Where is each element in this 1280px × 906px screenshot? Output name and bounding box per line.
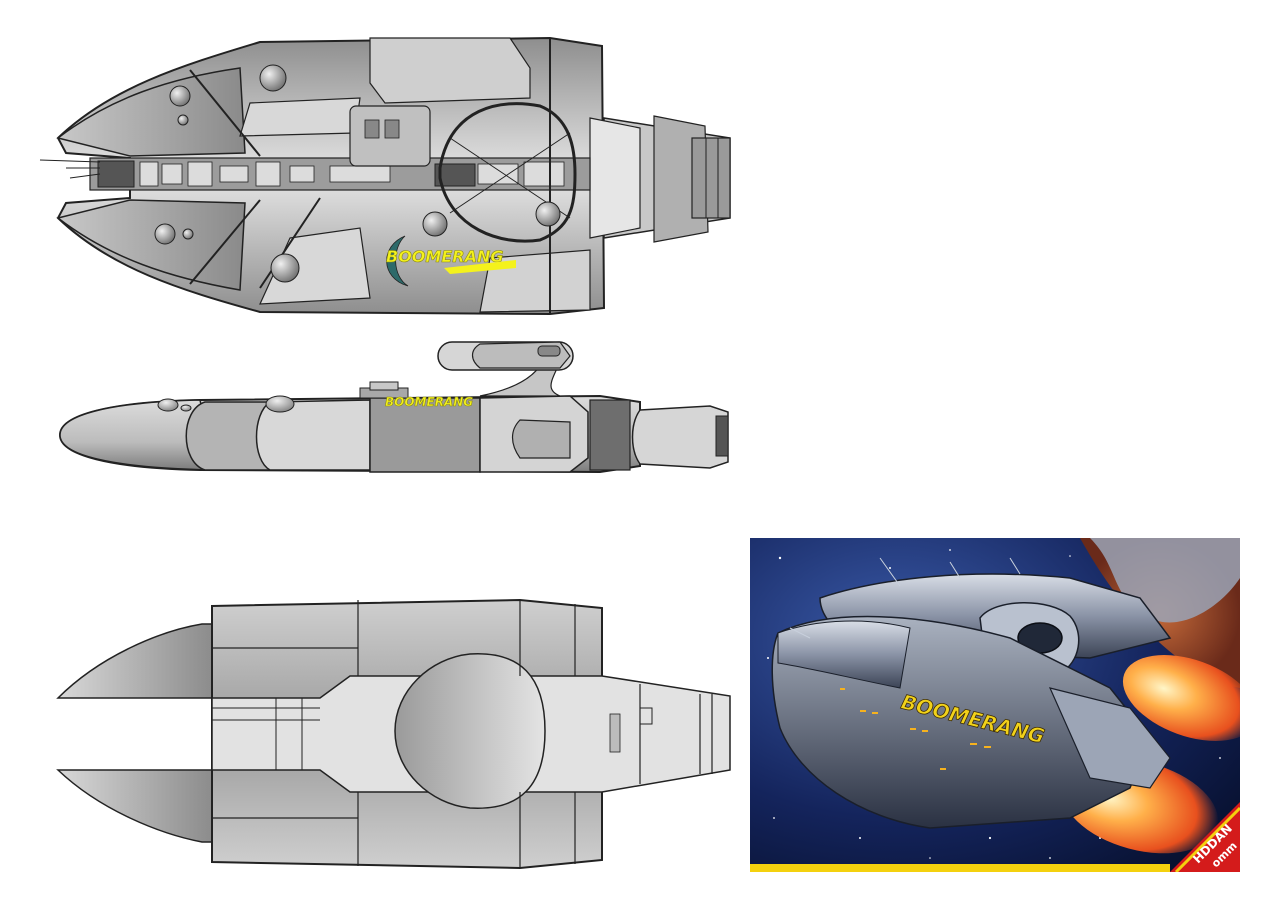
side-view-drawing: BOOMERANG — [40, 330, 740, 480]
side-decal-text: BOOMERANG — [385, 395, 473, 409]
box-art-illustration: BOOMERANG HDDAN omm — [750, 538, 1240, 872]
top-view-drawing: BOOMERANG — [30, 28, 740, 320]
bottom-view-drawing — [40, 596, 740, 871]
corner-banner: HDDAN omm — [1170, 802, 1240, 872]
brand-strip — [750, 864, 1170, 872]
bottom-bay — [394, 653, 546, 809]
sensor-domes — [154, 64, 561, 283]
top-decal-text: BOOMERANG — [386, 247, 503, 266]
